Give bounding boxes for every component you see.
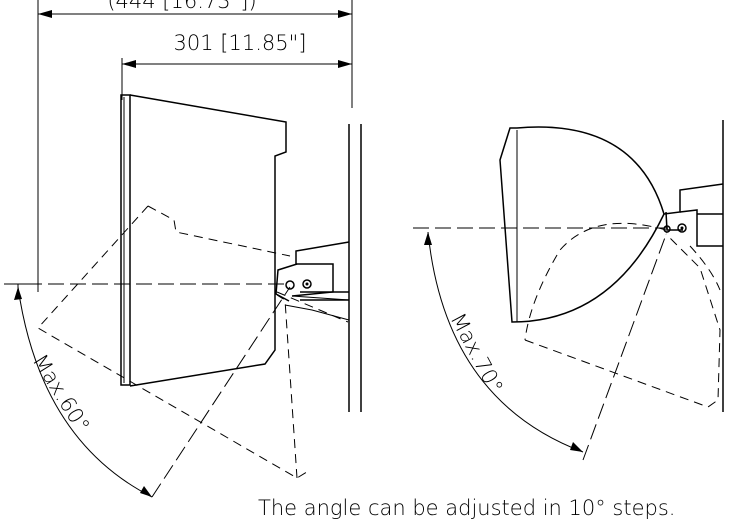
right-speaker-body [499,126,665,323]
left-tilted-outline [37,205,349,479]
adjustment-note: The angle can be adjusted in 10° steps. [258,496,675,520]
depth-dimension: 301 [11.85"] [121,0,353,108]
left-speaker-body [120,94,287,387]
right-wall [722,120,724,412]
right-angle-label: Max.70° [446,309,508,397]
right-axis-lines [413,227,668,461]
left-axis-lines [4,283,291,498]
overall-dimension-label: (444 [16.73"]) [107,0,256,13]
left-angle-label: Max.60° [28,350,95,437]
right-angle-arc [424,231,584,453]
left-bracket [275,241,350,321]
right-bracket [663,183,724,247]
depth-dimension-label: 301 [11.85"] [174,31,307,55]
overall-dimension: (444 [16.73"]) [37,0,352,292]
left-wall [348,124,362,412]
right-tilted-outline [524,222,721,408]
left-angle-arc [4,283,153,498]
